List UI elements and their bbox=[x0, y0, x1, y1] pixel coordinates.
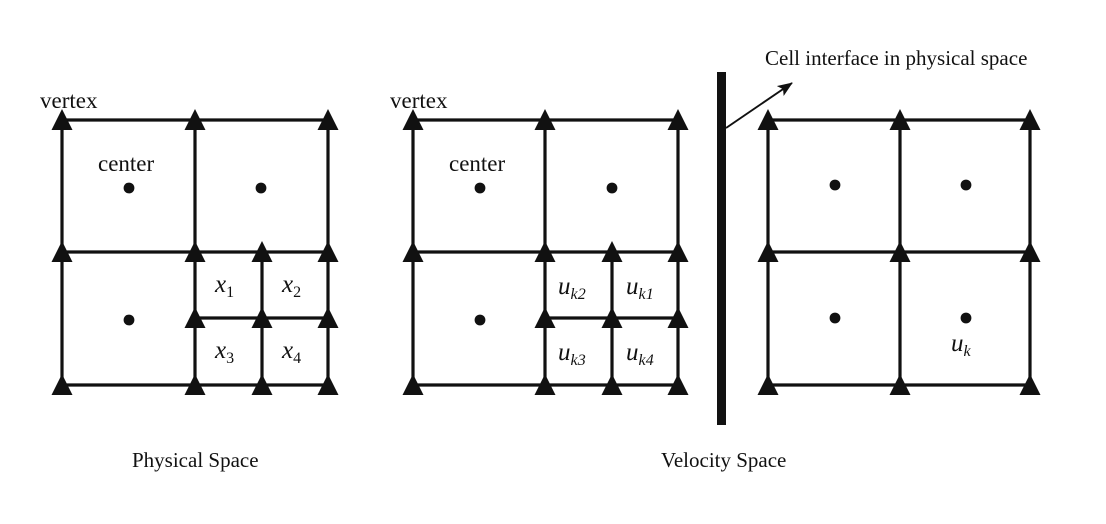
physical-subcell-x4-sub: 4 bbox=[293, 349, 302, 367]
physical-subcell-x1: x1 bbox=[215, 272, 234, 301]
velocity-subcell-uk4-base: u bbox=[626, 339, 639, 366]
physical-subcell-x3: x3 bbox=[215, 338, 234, 367]
velocity-subcell-uk2-sub: k2 bbox=[570, 285, 587, 303]
physical-subcell-x4-base: x bbox=[282, 337, 294, 364]
physical-center-label: center bbox=[98, 151, 155, 176]
velocity-subcell-uk3-sub: k3 bbox=[570, 351, 587, 369]
velocity-subcell-uk1-base: u bbox=[626, 273, 639, 300]
physical-subcell-x3-base: x bbox=[215, 337, 227, 364]
velocity-subcell-uk4-sub: k4 bbox=[638, 351, 655, 369]
caption-velocity-space: Velocity Space bbox=[661, 448, 787, 472]
physical-subcell-x2: x2 bbox=[282, 272, 301, 301]
velocity-subcell-uk4: uk4 bbox=[626, 340, 654, 369]
caption-physical-space: Physical Space bbox=[132, 448, 259, 472]
velocity-subcell-uk1: uk1 bbox=[626, 274, 654, 303]
interface-cell-center-dots bbox=[829, 179, 972, 324]
physical-vertex-label: vertex bbox=[40, 88, 98, 113]
interface-cell-vertex-markers bbox=[757, 109, 1041, 395]
velocity-subcell-uk3: uk3 bbox=[558, 340, 586, 369]
velocity-subcell-uk3-base: u bbox=[558, 339, 571, 366]
physical-space-center-dots bbox=[123, 182, 267, 326]
physical-space-vertex-markers bbox=[51, 109, 339, 395]
velocity-vertex-label: vertex bbox=[390, 88, 448, 113]
interface-cell-uk-sub: k bbox=[963, 342, 971, 360]
physical-subcell-x1-sub: 1 bbox=[226, 283, 235, 301]
physical-subcell-x1-base: x bbox=[215, 271, 227, 298]
cell-interface-arrow bbox=[725, 82, 793, 129]
physical-subcell-x2-base: x bbox=[282, 271, 294, 298]
interface-cell-uk-label: uk bbox=[951, 331, 971, 360]
velocity-center-label: center bbox=[449, 151, 506, 176]
velocity-space-center-dots bbox=[474, 182, 618, 326]
interface-cell-uk-base: u bbox=[951, 330, 964, 357]
velocity-subcell-uk1-sub: k1 bbox=[638, 285, 655, 303]
cell-interface-annotation: Cell interface in physical space bbox=[765, 46, 1028, 70]
physical-subcell-x2-sub: 2 bbox=[293, 283, 302, 301]
physical-subcell-x4: x4 bbox=[282, 338, 301, 367]
cell-interface-bar bbox=[717, 72, 726, 425]
physical-subcell-x3-sub: 3 bbox=[226, 349, 235, 367]
velocity-space-vertex-markers bbox=[402, 109, 689, 395]
velocity-subcell-uk2-base: u bbox=[558, 273, 571, 300]
velocity-subcell-uk2: uk2 bbox=[558, 274, 586, 303]
